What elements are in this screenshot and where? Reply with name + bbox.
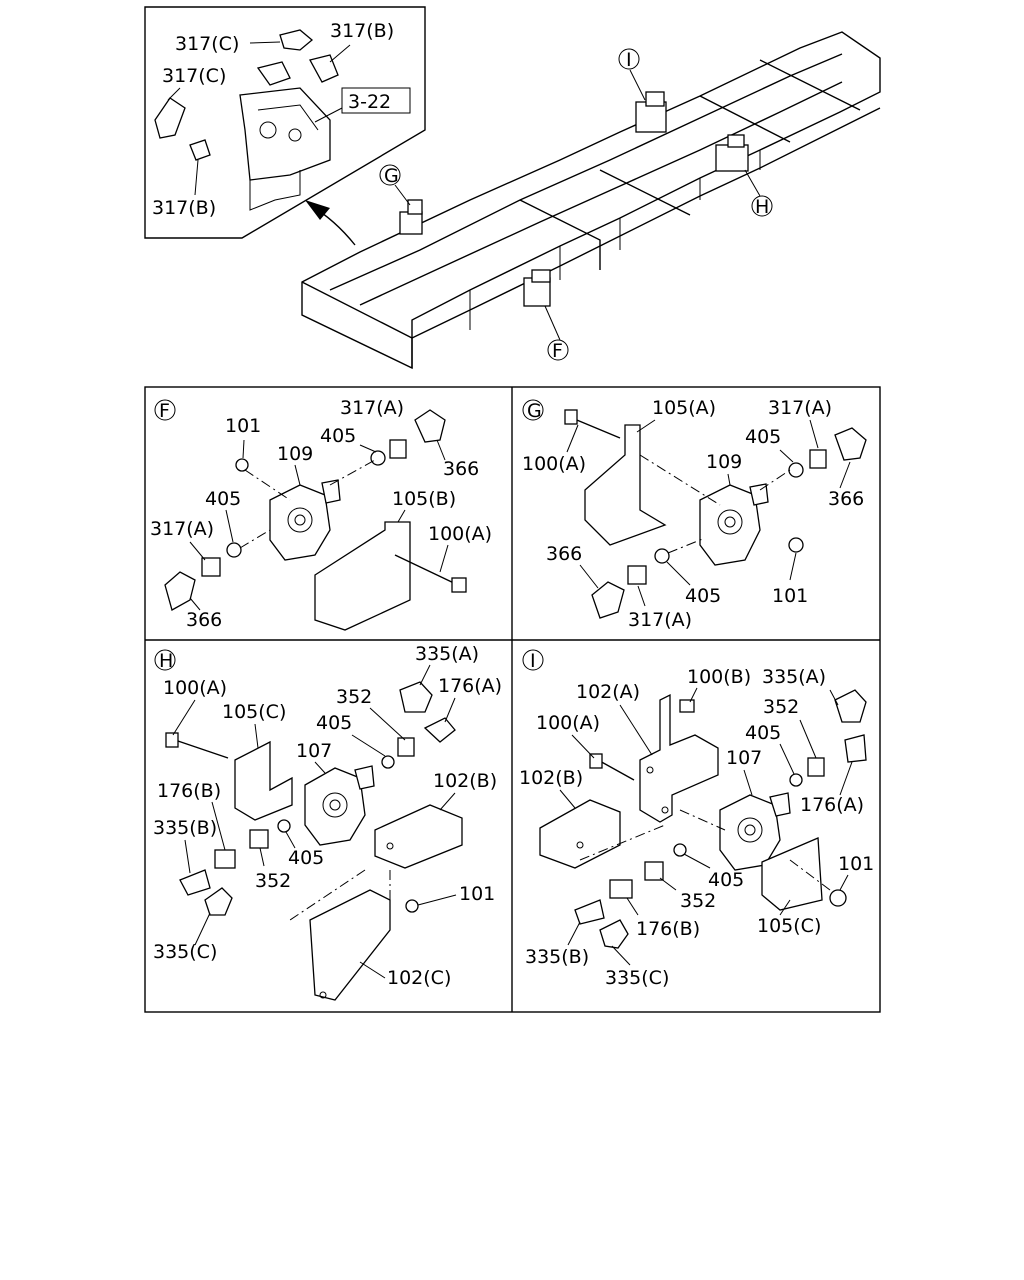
f-label-317a-top: 317(A) <box>340 397 404 419</box>
svg-text:H: H <box>755 196 769 218</box>
g-label-317a-top: 317(A) <box>768 397 832 419</box>
g-label-366-right: 366 <box>828 488 864 510</box>
i-label-352-top: 352 <box>763 696 799 718</box>
f-label-101: 101 <box>225 415 261 437</box>
chassis-frame <box>301 31 881 370</box>
i-label-105c: 105(C) <box>757 915 821 937</box>
g-label-101: 101 <box>772 585 808 607</box>
inset-label-317b-bottom: 317(B) <box>152 197 216 219</box>
panel-f: F 317(A) 101 405 109 366 405 <box>150 397 492 631</box>
svg-text:F: F <box>552 340 563 362</box>
inset-label-317b-top: 317(B) <box>330 20 394 42</box>
h-label-107: 107 <box>296 740 332 762</box>
i-label-335b: 335(B) <box>525 946 589 968</box>
f-label-109: 109 <box>277 443 313 465</box>
svg-text:I: I <box>626 49 632 71</box>
reference-label: 3-22 <box>348 91 391 113</box>
h-label-176a: 176(A) <box>438 675 502 697</box>
g-label-317a-bottom: 317(A) <box>628 609 692 631</box>
i-label-101: 101 <box>838 853 874 875</box>
g-label-105a: 105(A) <box>652 397 716 419</box>
i-label-102b: 102(B) <box>519 767 583 789</box>
inset-label-317c-top: 317(C) <box>175 33 239 55</box>
h-label-405-top: 405 <box>316 712 352 734</box>
i-label-100a: 100(A) <box>536 712 600 734</box>
h-label-105c: 105(C) <box>222 701 286 723</box>
marker-i: I <box>618 48 640 71</box>
marker-g: G <box>379 164 401 187</box>
i-label-405-bottom: 405 <box>708 869 744 891</box>
i-label-352-bottom: 352 <box>680 890 716 912</box>
marker-f: F <box>547 339 569 362</box>
inset-detail: 3-22 317(C) 317(B) 317(C) 317(B) <box>144 6 426 239</box>
f-label-405-left: 405 <box>205 488 241 510</box>
g-label-366-left: 366 <box>546 543 582 565</box>
h-label-102c: 102(C) <box>387 967 451 989</box>
f-label-105b: 105(B) <box>392 488 456 510</box>
h-label-102b: 102(B) <box>433 770 497 792</box>
h-label-176b: 176(B) <box>157 780 221 802</box>
panel-g-marker: G <box>527 400 542 422</box>
i-label-335c: 335(C) <box>605 967 669 989</box>
panel-g: G 105(A) 317(A) 100(A) 405 109 366 <box>522 397 867 631</box>
i-label-176a: 176(A) <box>800 794 864 816</box>
panel-f-marker: F <box>159 400 170 422</box>
i-label-335a: 335(A) <box>762 666 826 688</box>
h-label-100a: 100(A) <box>163 677 227 699</box>
h-label-335b: 335(B) <box>153 817 217 839</box>
i-label-405-top: 405 <box>745 722 781 744</box>
h-label-405-bottom: 405 <box>288 847 324 869</box>
h-label-101: 101 <box>459 883 495 905</box>
panel-i: I 100(B) 335(A) <box>519 649 874 989</box>
panel-h-marker: H <box>159 650 173 672</box>
f-label-405-top: 405 <box>320 425 356 447</box>
i-label-100b: 100(B) <box>687 666 751 688</box>
g-label-405-top: 405 <box>745 426 781 448</box>
h-label-352-bottom: 352 <box>255 870 291 892</box>
i-label-176b: 176(B) <box>636 918 700 940</box>
inset-label-317c-left: 317(C) <box>162 65 226 87</box>
reference-box <box>341 87 411 114</box>
i-label-107: 107 <box>726 747 762 769</box>
svg-text:G: G <box>384 165 399 187</box>
f-label-317a-left: 317(A) <box>150 518 214 540</box>
f-label-100a: 100(A) <box>428 523 492 545</box>
f-label-366-right: 366 <box>443 458 479 480</box>
h-label-335a: 335(A) <box>415 643 479 665</box>
g-label-405-bottom: 405 <box>685 585 721 607</box>
panel-h: H 335(A) 100(A) 176(A) <box>153 643 502 1001</box>
h-label-352-top: 352 <box>336 686 372 708</box>
detail-grid <box>144 386 881 1013</box>
g-label-109: 109 <box>706 451 742 473</box>
marker-h: H <box>751 195 773 218</box>
f-label-366-bottom: 366 <box>186 609 222 631</box>
h-label-335c: 335(C) <box>153 941 217 963</box>
g-label-100a: 100(A) <box>522 453 586 475</box>
panel-i-marker: I <box>530 650 536 672</box>
i-label-102a: 102(A) <box>576 681 640 703</box>
